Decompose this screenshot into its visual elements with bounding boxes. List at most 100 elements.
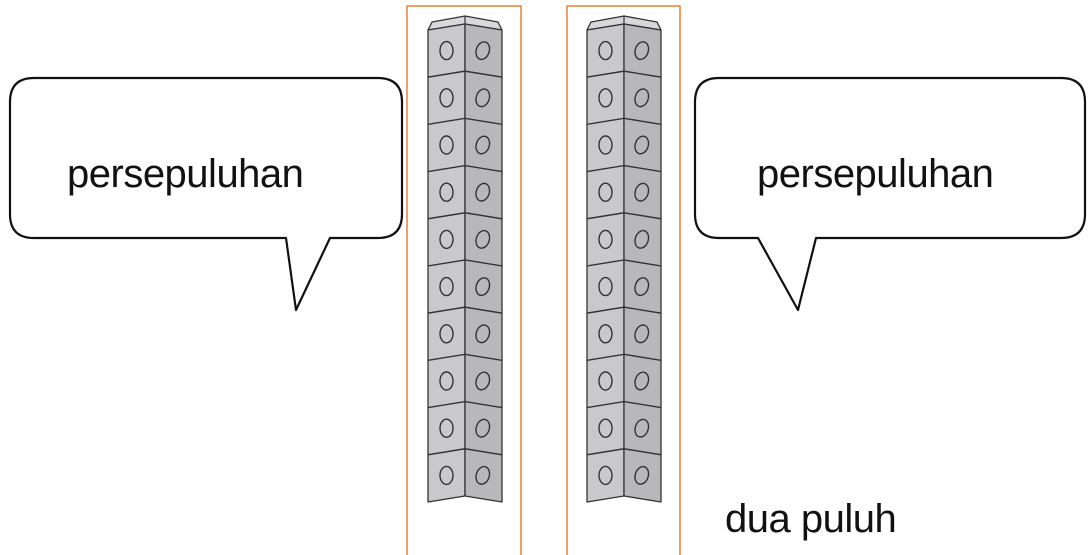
total-label: dua puluh	[725, 497, 897, 541]
ten-rods	[406, 5, 681, 555]
cube-knob-right	[634, 418, 650, 438]
cube-right-face	[623, 164, 662, 220]
left-bubble-label: persepuluhan	[67, 152, 304, 196]
cube-left-face	[427, 23, 466, 78]
unit-cube	[586, 306, 662, 362]
unit-cube	[427, 70, 503, 126]
cube-knob-right	[634, 324, 650, 344]
unit-cube	[586, 259, 662, 314]
unit-cube	[427, 259, 503, 314]
cube-right-face	[464, 259, 503, 314]
cube-knob-left	[598, 182, 613, 202]
cube-knob-left	[439, 418, 454, 438]
cube-knob-right	[475, 465, 491, 485]
cube-knob-left	[439, 229, 454, 250]
unit-cube	[427, 212, 503, 267]
unit-cube	[586, 212, 662, 267]
cube-right-face	[623, 259, 662, 314]
cube-knob-right	[634, 135, 650, 155]
cube-knob-right	[475, 135, 491, 155]
cube-right-face	[623, 23, 662, 78]
unit-cube	[427, 23, 503, 78]
cube-knob-left	[439, 371, 454, 391]
unit-cube	[427, 448, 503, 503]
cube-knob-left	[598, 324, 613, 344]
cube-knob-right	[634, 277, 650, 297]
cube-knob-right	[475, 418, 491, 438]
cube-right-face	[464, 212, 503, 267]
unit-cube	[427, 353, 503, 409]
rod-2	[566, 5, 681, 555]
speech-bubbles	[8, 76, 1087, 312]
cube-right-face	[623, 306, 662, 362]
cube-left-face	[427, 259, 466, 314]
rod-frame	[406, 5, 522, 555]
cube-right-face	[464, 23, 503, 78]
cube-left-face	[586, 353, 625, 409]
cube-left-face	[427, 164, 466, 220]
cube-knob-left	[439, 40, 454, 61]
cube-knob-right	[475, 41, 491, 61]
cube-right-face	[623, 448, 662, 503]
cube-knob-left	[439, 88, 454, 108]
cube-knob-left	[598, 371, 613, 391]
cube-knob-left	[439, 465, 454, 486]
cube-knob-left	[439, 182, 454, 202]
unit-cube	[427, 400, 503, 456]
cube-right-face	[464, 353, 503, 409]
cube-knob-right	[475, 324, 491, 344]
cube-knob-left	[439, 276, 454, 297]
cube-right-face	[464, 448, 503, 503]
unit-cube	[586, 70, 662, 126]
cube-right-face	[464, 117, 503, 173]
cube-knob-left	[598, 135, 613, 155]
cube-knob-left	[598, 229, 613, 250]
cube-left-face	[586, 212, 625, 267]
cube-right-face	[464, 70, 503, 126]
cube-left-face	[586, 164, 625, 220]
cube-knob-right	[634, 88, 650, 108]
cube-knob-right	[634, 229, 650, 249]
left-speech-bubble	[8, 76, 404, 312]
cube-left-face	[427, 353, 466, 409]
cube-left-face	[586, 259, 625, 314]
right-bubble-label: persepuluhan	[757, 152, 994, 196]
cube-knob-right	[634, 371, 650, 391]
cube-knob-right	[475, 182, 491, 202]
cube-left-face	[427, 400, 466, 456]
cube-left-face	[586, 70, 625, 126]
rod-1	[406, 5, 522, 555]
cube-right-face	[623, 353, 662, 409]
cube-knob-left	[439, 135, 454, 155]
cube-left-face	[427, 306, 466, 362]
cube-right-face	[623, 212, 662, 267]
cube-knob-right	[475, 371, 491, 391]
cube-right-face	[623, 70, 662, 126]
unit-cube	[586, 353, 662, 409]
cube-right-face	[464, 164, 503, 220]
cube-right-face	[464, 400, 503, 456]
cube-knob-right	[634, 465, 650, 485]
cube-knob-left	[598, 276, 613, 297]
cube-left-face	[427, 70, 466, 126]
cube-right-face	[623, 400, 662, 456]
unit-cube	[427, 117, 503, 173]
cube-left-face	[586, 117, 625, 173]
cube-right-face	[464, 306, 503, 362]
cube-knob-left	[439, 324, 454, 344]
cube-knob-right	[475, 277, 491, 297]
cube-knob-left	[598, 88, 613, 108]
cube-knob-right	[475, 88, 491, 108]
rod-frame	[566, 5, 681, 555]
cube-knob-left	[598, 418, 613, 438]
cube-knob-left	[598, 465, 613, 486]
cube-left-face	[586, 306, 625, 362]
unit-cube	[586, 164, 662, 220]
cube-knob-right	[475, 229, 491, 249]
cube-knob-right	[634, 41, 650, 61]
cube-left-face	[586, 448, 625, 503]
cube-knob-right	[634, 182, 650, 202]
unit-cube	[427, 306, 503, 362]
unit-cube	[586, 448, 662, 503]
